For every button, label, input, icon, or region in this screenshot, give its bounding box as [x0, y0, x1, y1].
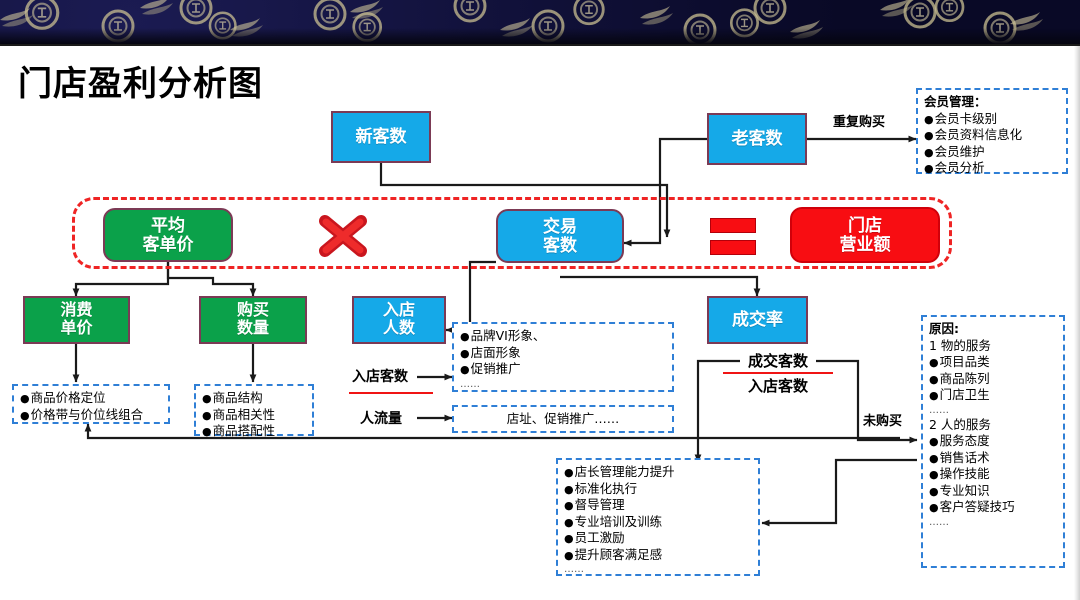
list-item: 商品搭配性 [202, 423, 306, 440]
decorative-banner [0, 0, 1080, 44]
note-list: 商品价格定位 价格带与价位线组合 [20, 390, 162, 423]
equals-operator-icon [710, 218, 756, 255]
list-item: 店面形象 [460, 345, 666, 362]
note-group1-title: 1 物的服务 [929, 337, 991, 353]
note-product-structure: 商品结构 商品相关性 商品搭配性 [194, 384, 314, 438]
fraction-numerator: 成交客数 [747, 352, 808, 370]
list-item: 客户答疑技巧 [929, 499, 1057, 516]
node-consume-unit-price[interactable]: 消费 单价 [23, 296, 130, 344]
list-item: 销售话术 [929, 450, 1057, 467]
note-title: 原因: [929, 321, 959, 336]
edge-label-repeat-purchase: 重复购买 [833, 115, 886, 130]
list-item: 提升顾客满足感 [564, 547, 752, 564]
note-list: 商品结构 商品相关性 商品搭配性 [202, 390, 306, 440]
list-item: 价格带与价位线组合 [20, 407, 162, 424]
note-list: 品牌VI形象、 店面形象 促销推广 …… [460, 328, 666, 391]
node-enter-store-count[interactable]: 入店 人数 [352, 296, 446, 344]
list-item: 督导管理 [564, 497, 752, 514]
node-old-customers[interactable]: 老客数 [707, 113, 807, 165]
note-price-positioning: 商品价格定位 价格带与价位线组合 [12, 384, 170, 424]
note-group2-title: 2 人的服务 [929, 416, 991, 432]
list-item: 服务态度 [929, 433, 1057, 450]
list-item: 标准化执行 [564, 481, 752, 498]
list-item: 店长管理能力提升 [564, 464, 752, 481]
list-item: 会员维护 [924, 144, 1060, 161]
list-item: 操作技能 [929, 466, 1057, 483]
conversion-fraction: 成交客数 入店客数 [723, 350, 833, 396]
list-item-ellipsis: …… [460, 378, 480, 390]
list-item: 商品结构 [202, 390, 306, 407]
core-formula-group-frame [72, 197, 952, 269]
list-item: 商品陈列 [929, 371, 1057, 388]
list-item: 商品价格定位 [20, 390, 162, 407]
multiply-operator-icon [319, 215, 367, 257]
list-item: 专业知识 [929, 483, 1057, 500]
list-item-ellipsis: …… [929, 404, 949, 416]
note-group1-list: 项目品类 商品陈列 门店卫生 …… [929, 354, 1057, 417]
fraction-denominator: 入店客数 [747, 377, 808, 395]
fraction-bar [723, 372, 833, 374]
node-store-revenue[interactable]: 门店 营业额 [790, 207, 940, 263]
page-title: 门店盈利分析图 [18, 64, 263, 104]
note-reasons: 原因: 1 物的服务 项目品类 商品陈列 门店卫生 …… 2 人的服务 服务态度… [921, 315, 1065, 568]
edge-label-enter-store-guests: 入店客数 [352, 369, 408, 385]
node-conversion-rate[interactable]: 成交率 [707, 296, 808, 344]
edge-label-foot-traffic: 人流量 [360, 411, 402, 427]
list-item: 门店卫生 [929, 387, 1057, 404]
list-item: 商品相关性 [202, 407, 306, 424]
banner-bottom-fade [0, 28, 1080, 44]
edge-label-not-purchased: 未购买 [863, 414, 903, 429]
note-group2-list: 服务态度 销售话术 操作技能 专业知识 客户答疑技巧 …… [929, 433, 1057, 529]
list-item-ellipsis: …… [564, 564, 584, 576]
node-purchase-quantity[interactable]: 购买 数量 [199, 296, 307, 344]
list-item: 会员卡级别 [924, 111, 1060, 128]
list-item: 会员分析 [924, 160, 1060, 177]
note-title: 会员管理： [924, 94, 987, 109]
list-item: 专业培训及训练 [564, 514, 752, 531]
node-new-customers[interactable]: 新客数 [331, 111, 431, 163]
note-list: 会员卡级别 会员资料信息化 会员维护 会员分析 [924, 111, 1060, 177]
list-item: 项目品类 [929, 354, 1057, 371]
note-store-image: 品牌VI形象、 店面形象 促销推广 …… [452, 322, 674, 392]
list-item: 会员资料信息化 [924, 127, 1060, 144]
list-item: 员工激励 [564, 530, 752, 547]
note-text: 店址、促销推广…… [506, 410, 620, 426]
list-item: 品牌VI形象、 [460, 328, 666, 345]
page-edge-strip [1074, 46, 1080, 600]
list-item-ellipsis: …… [929, 516, 949, 528]
note-management-improvement: 店长管理能力提升 标准化执行 督导管理 专业培训及训练 员工激励 提升顾客满足感… [556, 458, 760, 576]
enter-store-guests-underline [349, 392, 433, 394]
list-item: 促销推广 [460, 361, 666, 378]
node-trade-customers[interactable]: 交易 客数 [496, 209, 624, 263]
note-list: 店长管理能力提升 标准化执行 督导管理 专业培训及训练 员工激励 提升顾客满足感… [564, 464, 752, 576]
note-traffic-sources: 店址、促销推广…… [452, 405, 674, 433]
banner-underline [0, 44, 1080, 46]
node-average-unit-price[interactable]: 平均 客单价 [103, 208, 233, 262]
note-member-management: 会员管理： 会员卡级别 会员资料信息化 会员维护 会员分析 [916, 88, 1068, 177]
